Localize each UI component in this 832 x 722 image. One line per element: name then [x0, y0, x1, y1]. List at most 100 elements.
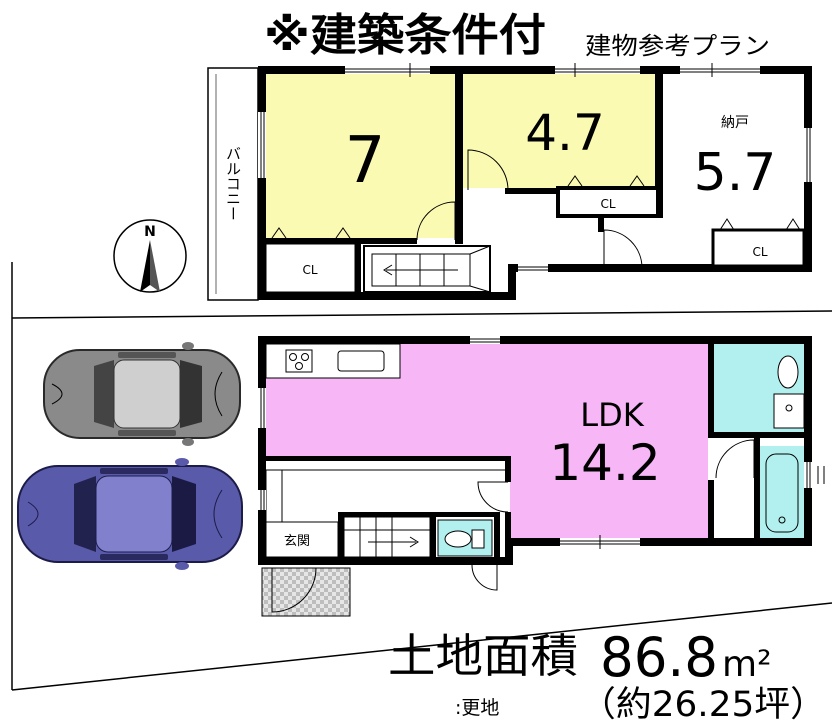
stair-landing-line — [469, 285, 491, 293]
closet-label: CL — [752, 245, 767, 259]
wall-hall-east-lower — [505, 512, 511, 540]
storage-room-label: 納戸 — [721, 115, 749, 131]
compass-arrow-left — [140, 240, 150, 292]
land-area-unit: m² — [722, 644, 772, 685]
wall-ldk-east-upper — [708, 344, 714, 438]
bathroom — [760, 446, 804, 538]
window-pane — [258, 388, 266, 428]
stair-outline — [343, 516, 431, 558]
window-pane — [680, 66, 760, 74]
car-windshield — [180, 360, 202, 428]
land-area-tsubo: （約26.25坪） — [580, 685, 826, 722]
land-status: :更地 — [455, 697, 499, 719]
room-center-size: 4.7 — [525, 104, 605, 162]
bathtub-icon — [765, 453, 799, 533]
toilet-room — [437, 519, 493, 557]
stair-inner — [371, 253, 471, 287]
wall-south-east — [505, 538, 812, 546]
staircase-lower — [343, 516, 431, 558]
closet-door-mark — [335, 227, 351, 239]
entrance: 玄関 — [265, 521, 339, 558]
ldk-size: 14.2 — [549, 434, 660, 492]
window — [680, 63, 760, 77]
burner — [289, 353, 297, 361]
window-pane — [258, 112, 266, 178]
car-mirror — [175, 458, 189, 466]
door-toilet — [471, 564, 498, 591]
closet-door-mark — [629, 175, 645, 187]
wall-south-west — [258, 557, 513, 565]
bath-drain — [778, 516, 786, 524]
wall-washroom-south — [714, 432, 804, 438]
stair-arrow-head — [409, 536, 419, 548]
closet-room-center: CL — [556, 175, 660, 218]
wall-toilet-east — [494, 512, 500, 560]
wall-east — [804, 336, 812, 546]
land-area-label: 土地面積 — [388, 629, 578, 683]
entrance-porch — [261, 567, 351, 617]
car-mirror — [182, 438, 194, 446]
car-windshield — [172, 476, 196, 552]
stair-outline — [363, 245, 491, 293]
sink-icon — [337, 350, 385, 372]
wall-south-west — [258, 292, 516, 300]
car-trunk-line — [27, 501, 39, 527]
door-ldk — [477, 481, 509, 513]
wall-storage-lower-west — [598, 214, 604, 232]
door-storage-room — [603, 229, 643, 269]
toilet-bowl-icon — [777, 355, 799, 389]
car-rear-window — [74, 476, 96, 552]
burner — [295, 362, 303, 370]
window — [804, 462, 825, 488]
closet-room-west: CL — [265, 227, 356, 293]
plan-subtitle: 建物参考プラン — [585, 32, 770, 60]
site-line-middle — [11, 310, 832, 319]
purple-car-icon — [17, 458, 243, 570]
door-room-center — [467, 149, 509, 191]
closet-label: CL — [302, 263, 317, 277]
compass-arrow-right — [150, 240, 160, 292]
car-roof — [113, 359, 181, 429]
stair-arrow-head — [383, 264, 393, 276]
door-washroom — [715, 439, 755, 479]
car-mirror — [175, 562, 189, 570]
wall-hall-north — [266, 456, 508, 461]
closet-label: CL — [600, 197, 615, 211]
wall-room-west-south — [266, 238, 417, 244]
window — [518, 264, 548, 272]
wall-stair-north — [338, 512, 500, 517]
closet-outline — [556, 186, 660, 218]
wall-toilet-west — [430, 512, 436, 560]
window-pane — [258, 490, 266, 510]
balcony: バルコニー — [207, 67, 259, 301]
land-area-value: 86.8 — [600, 626, 718, 689]
car-mirror — [182, 342, 194, 350]
window-pane — [518, 264, 548, 272]
car-side-window — [118, 352, 176, 358]
closet-door-mark — [567, 175, 583, 187]
room-west-floor — [266, 74, 455, 238]
window-pane — [470, 336, 500, 344]
window — [555, 63, 640, 77]
entrance-label: 玄関 — [284, 534, 310, 549]
closet-outline — [265, 243, 356, 293]
closet-outline — [711, 228, 806, 268]
window-pane — [345, 66, 430, 74]
closet-door-mark — [719, 218, 735, 231]
toilet-tank-icon — [471, 529, 485, 549]
kitchen-counter — [265, 343, 401, 379]
window — [560, 535, 640, 549]
wall-closet-west — [355, 238, 361, 294]
car-side-window — [118, 430, 176, 436]
car-rear-window — [94, 360, 114, 428]
ldk-label: LDK — [580, 396, 644, 434]
window — [258, 388, 266, 428]
north-compass-icon: N — [113, 219, 187, 293]
first-floor-walls — [258, 336, 812, 565]
wall-bath-west — [754, 438, 760, 538]
wall-stair-west — [338, 512, 344, 560]
page-title: ※建築条件付 — [264, 10, 546, 61]
front-door — [271, 567, 317, 613]
car-hood-line — [214, 371, 223, 417]
